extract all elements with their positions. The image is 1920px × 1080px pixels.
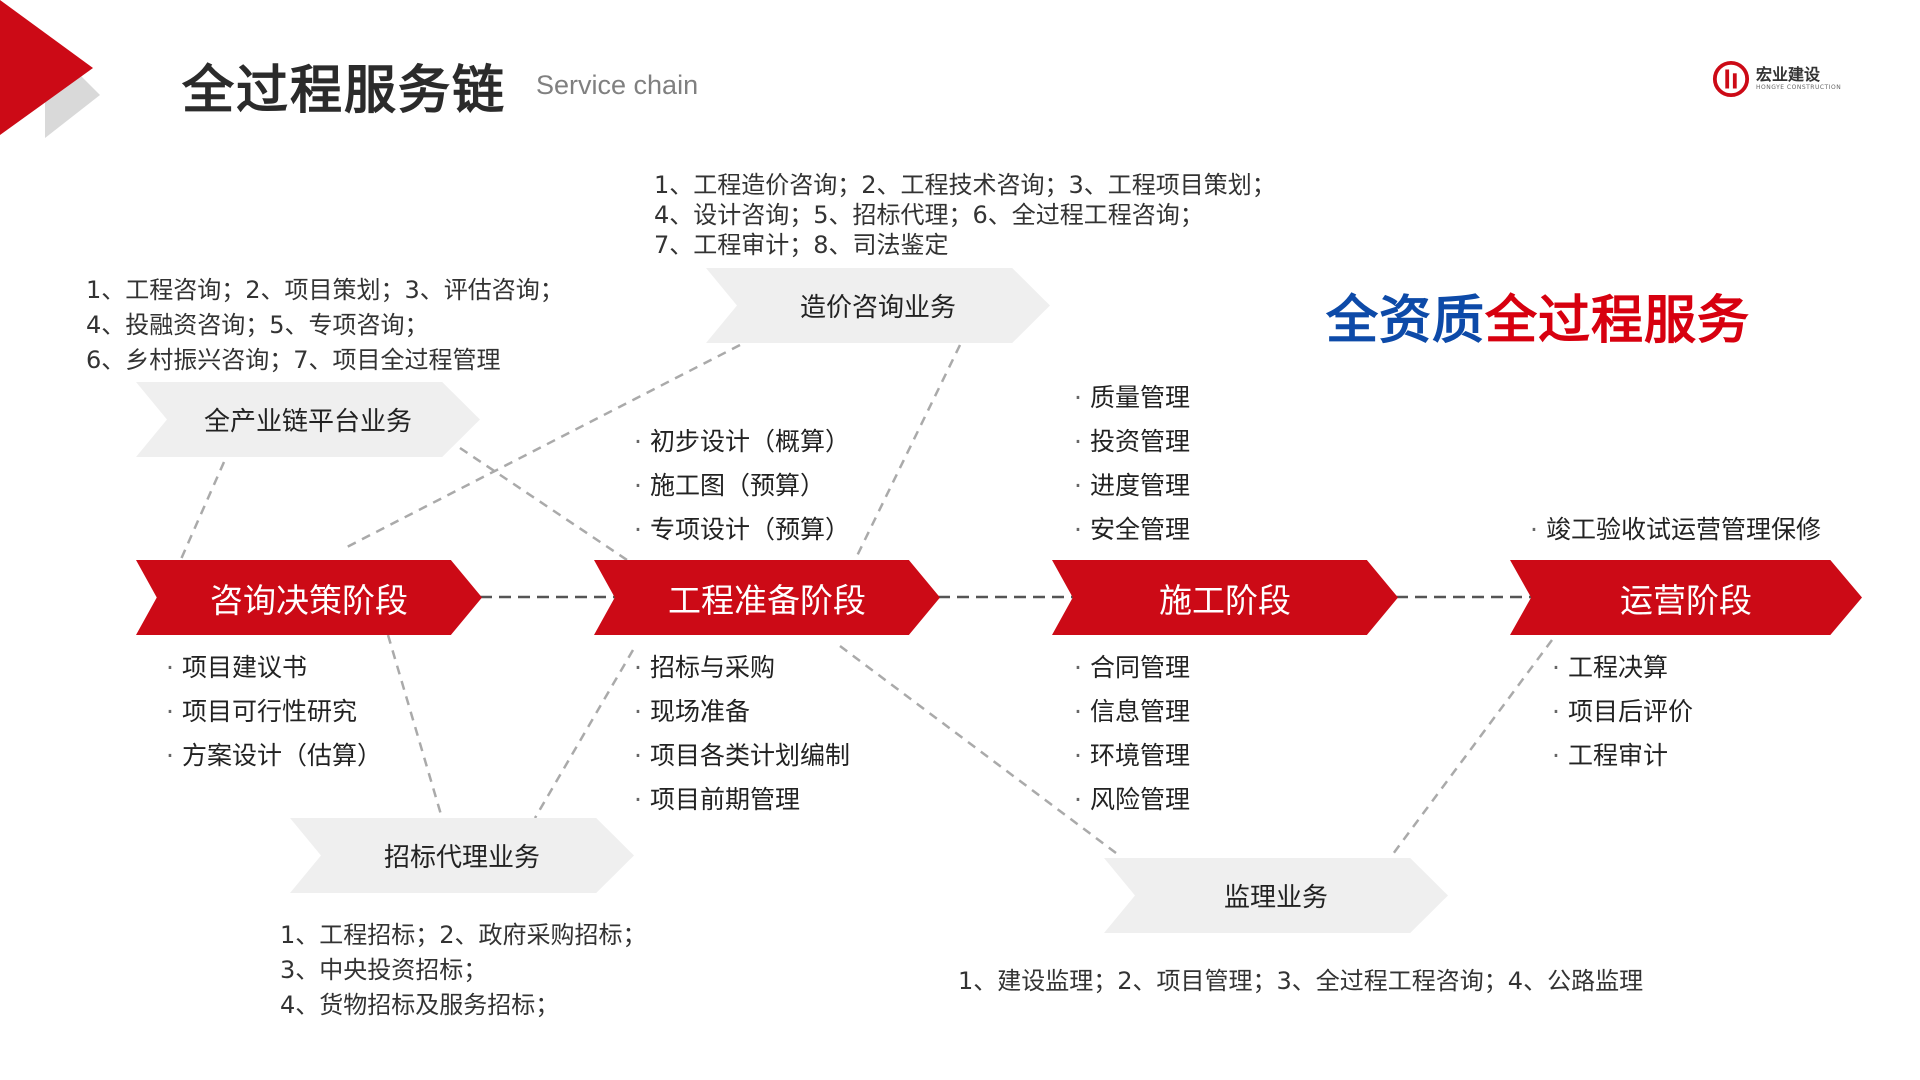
logo-subtext: HONGYE CONSTRUCTION bbox=[1756, 84, 1842, 91]
list-item: ·信息管理 bbox=[1074, 697, 1190, 726]
page-subtitle: Service chain bbox=[536, 70, 699, 100]
desc-line: 4、投融资咨询；5、专项咨询； bbox=[86, 311, 429, 339]
list-item: ·环境管理 bbox=[1074, 741, 1190, 770]
list-item: ·专项设计（预算） bbox=[634, 515, 850, 544]
desc-line: 1、工程招标；2、政府采购招标； bbox=[280, 921, 647, 949]
connector-tender-prep bbox=[533, 649, 635, 819]
business-platform: 全产业链平台业务 bbox=[136, 382, 480, 457]
corner-arrow-decoration bbox=[0, 0, 100, 138]
connector-tender-decision bbox=[386, 634, 444, 819]
list-item: ·安全管理 bbox=[1074, 515, 1190, 544]
list-item: ·方案设计（估算） bbox=[166, 741, 382, 770]
stage-operation: 运营阶段 bbox=[1510, 560, 1862, 635]
desc-line: 3、中央投资招标； bbox=[280, 956, 488, 984]
logo-name: 宏业建设 bbox=[1756, 65, 1821, 84]
page-title: 全过程服务链 bbox=[182, 61, 507, 121]
stage-decision-label: 咨询决策阶段 bbox=[210, 580, 408, 620]
stage-construction-label: 施工阶段 bbox=[1159, 580, 1291, 620]
business-supervision: 监理业务 bbox=[1104, 858, 1448, 933]
slogan-part-red: 全过程服务 bbox=[1485, 291, 1751, 351]
desc-line: 1、建设监理；2、项目管理；3、全过程工程咨询；4、公路监理 bbox=[958, 967, 1644, 995]
desc-line: 7、工程审计；8、司法鉴定 bbox=[654, 231, 949, 259]
business-cost: 造价咨询业务 bbox=[706, 268, 1050, 343]
list-item: ·工程决算 bbox=[1552, 653, 1668, 682]
business-supervision-label: 监理业务 bbox=[1223, 883, 1328, 913]
business-platform-label: 全产业链平台业务 bbox=[203, 407, 412, 437]
logo-icon bbox=[1712, 60, 1750, 98]
desc-line: 4、货物招标及服务招标； bbox=[280, 991, 560, 1019]
slogan-part-blue: 全资质 bbox=[1326, 291, 1486, 351]
list-item: ·项目各类计划编制 bbox=[634, 741, 850, 770]
list-construction-above: ·质量管理 ·投资管理 ·进度管理 ·安全管理 bbox=[1074, 376, 1190, 552]
stage-preparation: 工程准备阶段 bbox=[594, 560, 940, 635]
list-item: ·竣工验收试运营管理保修 bbox=[1530, 515, 1821, 544]
list-prep-above: ·初步设计（概算） ·施工图（预算） ·专项设计（预算） bbox=[634, 420, 850, 552]
desc-line: 1、工程咨询；2、项目策划；3、评估咨询； bbox=[86, 276, 564, 304]
list-item: ·招标与采购 bbox=[634, 653, 775, 682]
list-item: ·进度管理 bbox=[1074, 471, 1190, 500]
slogan: 全资质全过程服务 bbox=[1326, 278, 1750, 353]
connector-supervision-operation bbox=[1388, 639, 1554, 859]
stage-decision: 咨询决策阶段 bbox=[136, 560, 482, 635]
business-cost-label: 造价咨询业务 bbox=[799, 293, 956, 323]
list-prep-below: ·招标与采购 ·现场准备 ·项目各类计划编制 ·项目前期管理 bbox=[634, 646, 850, 822]
connector-platform-prep bbox=[459, 446, 631, 564]
desc-line: 1、工程造价咨询；2、工程技术咨询；3、工程项目策划； bbox=[654, 171, 1276, 199]
business-supervision-desc: 1、建设监理；2、项目管理；3、全过程工程咨询；4、公路监理 bbox=[958, 966, 1643, 996]
stage-construction: 施工阶段 bbox=[1052, 560, 1398, 635]
list-item: ·工程审计 bbox=[1552, 741, 1668, 770]
business-cost-desc: 1、工程造价咨询；2、工程技术咨询；3、工程项目策划； 4、设计咨询；5、招标代… bbox=[654, 170, 1276, 260]
list-item: ·项目可行性研究 bbox=[166, 697, 357, 726]
business-platform-desc: 1、工程咨询；2、项目策划；3、评估咨询； 4、投融资咨询；5、专项咨询； 6、… bbox=[86, 273, 564, 378]
stage-preparation-label: 工程准备阶段 bbox=[668, 580, 866, 620]
list-decision-below: ·项目建议书 ·项目可行性研究 ·方案设计（估算） bbox=[166, 646, 382, 778]
list-item: ·项目前期管理 bbox=[634, 785, 800, 814]
list-item: ·风险管理 bbox=[1074, 785, 1190, 814]
list-operation-above: ·竣工验收试运营管理保修 bbox=[1530, 508, 1821, 552]
list-item: ·施工图（预算） bbox=[634, 471, 825, 500]
list-item: ·初步设计（概算） bbox=[634, 427, 850, 456]
list-operation-below: ·工程决算 ·项目后评价 ·工程审计 bbox=[1552, 646, 1693, 778]
business-tender-desc: 1、工程招标；2、政府采购招标； 3、中央投资招标； 4、货物招标及服务招标； bbox=[280, 918, 647, 1023]
company-logo: 宏业建设 HONGYE CONSTRUCTION bbox=[1712, 60, 1841, 98]
list-item: ·项目后评价 bbox=[1552, 697, 1693, 726]
desc-line: 4、设计咨询；5、招标代理；6、全过程工程咨询； bbox=[654, 201, 1204, 229]
list-item: ·投资管理 bbox=[1074, 427, 1190, 456]
list-item: ·项目建议书 bbox=[166, 653, 307, 682]
connector-platform-decision bbox=[176, 461, 226, 567]
list-item: ·合同管理 bbox=[1074, 653, 1190, 682]
connector-cost-prep bbox=[853, 344, 962, 561]
list-construction-below: ·合同管理 ·信息管理 ·环境管理 ·风险管理 bbox=[1074, 646, 1190, 822]
business-tender: 招标代理业务 bbox=[290, 818, 634, 893]
list-item: ·质量管理 bbox=[1074, 383, 1190, 412]
stage-operation-label: 运营阶段 bbox=[1620, 580, 1752, 620]
business-tender-label: 招标代理业务 bbox=[383, 843, 540, 873]
list-item: ·现场准备 bbox=[634, 697, 750, 726]
desc-line: 6、乡村振兴咨询；7、项目全过程管理 bbox=[86, 346, 501, 374]
